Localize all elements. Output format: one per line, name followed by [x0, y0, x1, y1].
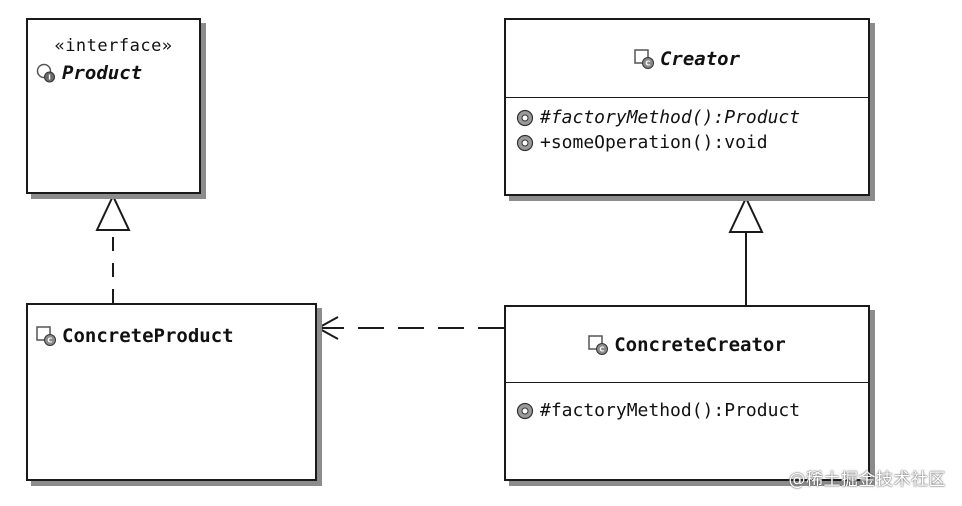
svg-text:I: I: [48, 74, 51, 82]
creator-name: Creator: [659, 47, 741, 70]
concrete-creator-name: ConcreteCreator: [614, 333, 786, 356]
class-icon: C: [634, 48, 654, 69]
realization-arrowhead: [95, 193, 131, 231]
product-interface-box[interactable]: «interface» I Product: [26, 18, 201, 194]
operation-row[interactable]: #factoryMethod():Product: [516, 105, 868, 130]
operation-text: #factoryMethod():Product: [540, 107, 801, 128]
generalization-arrowhead: [728, 195, 764, 233]
concrete-product-class-box[interactable]: C ConcreteProduct: [26, 303, 317, 481]
creator-title-row: C Creator: [506, 20, 868, 97]
concrete-creator-title-row: C ConcreteCreator: [506, 307, 868, 382]
creator-separator: [506, 97, 868, 98]
concrete-creator-class-box[interactable]: C ConcreteCreator #factoryMethod():Produ…: [504, 305, 870, 481]
operation-icon: [516, 109, 534, 126]
operation-text: +someOperation():void: [540, 132, 768, 153]
product-title-row: I Product: [36, 62, 199, 84]
operation-icon: [516, 402, 534, 419]
operation-row[interactable]: +someOperation():void: [516, 130, 868, 155]
concrete-product-title-row: C ConcreteProduct: [36, 325, 315, 347]
stereotype-label: «interface»: [54, 36, 173, 56]
concrete-creator-separator: [506, 382, 868, 383]
interface-icon: I: [36, 63, 55, 83]
dependency-arrowhead: [315, 316, 339, 340]
svg-text:C: C: [47, 337, 52, 345]
concrete-creator-operations: #factoryMethod():Product: [506, 383, 868, 423]
class-icon: C: [588, 334, 609, 355]
svg-text:C: C: [645, 59, 650, 67]
class-icon: C: [36, 326, 56, 346]
creator-class-box[interactable]: C Creator #factoryMethod():Product +some…: [504, 18, 870, 196]
product-name: Product: [62, 62, 143, 84]
operation-row[interactable]: #factoryMethod():Product: [516, 398, 868, 423]
operation-text: #factoryMethod():Product: [540, 400, 801, 421]
watermark-text: @稀土掘金技术社区: [788, 470, 946, 490]
operation-icon: [516, 134, 534, 151]
concrete-product-name: ConcreteProduct: [62, 325, 234, 347]
svg-text:C: C: [600, 345, 605, 353]
creator-operations: #factoryMethod():Product +someOperation(…: [506, 98, 868, 155]
